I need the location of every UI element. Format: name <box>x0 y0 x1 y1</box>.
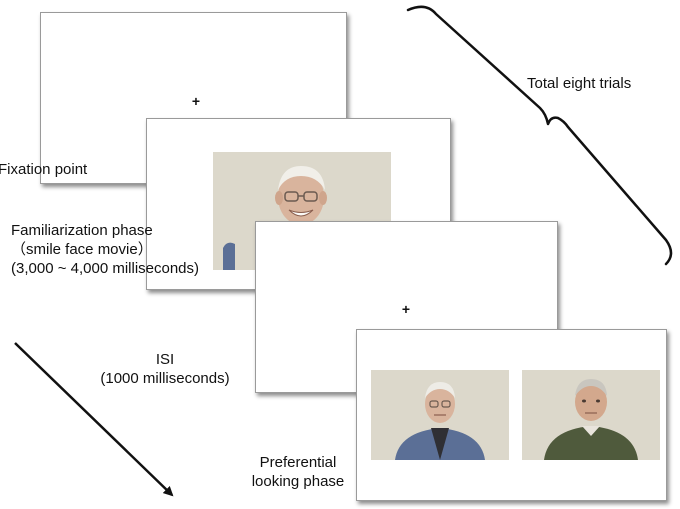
isi-cross: + <box>401 301 411 317</box>
preferential-line-1: Preferential <box>259 454 337 471</box>
right-face-photo <box>522 370 660 460</box>
fixation-point-label: Fixation point <box>0 161 88 178</box>
familiarization-description: （smile face movie） <box>11 241 153 258</box>
left-face-illustration <box>371 370 509 460</box>
familiarization-duration: (3,000 ~ 4,000 milliseconds) <box>11 260 200 277</box>
right-face-illustration <box>522 370 660 460</box>
left-face-photo <box>371 370 509 460</box>
total-trials-label: Total eight trials <box>527 75 632 92</box>
familiarization-phase-label: Familiarization phase （smile face movie）… <box>11 221 199 278</box>
isi-label: ISI (1000 milliseconds) <box>82 350 248 388</box>
isi-title: ISI <box>155 351 175 368</box>
fixation-cross: + <box>191 93 201 109</box>
preferential-line-2: looking phase <box>251 473 345 490</box>
familiarization-title: Familiarization phase <box>11 222 153 239</box>
isi-duration: (1000 milliseconds) <box>100 370 230 387</box>
preferential-looking-label: Preferential looking phase <box>240 453 356 491</box>
preferential-looking-screen <box>356 329 667 501</box>
